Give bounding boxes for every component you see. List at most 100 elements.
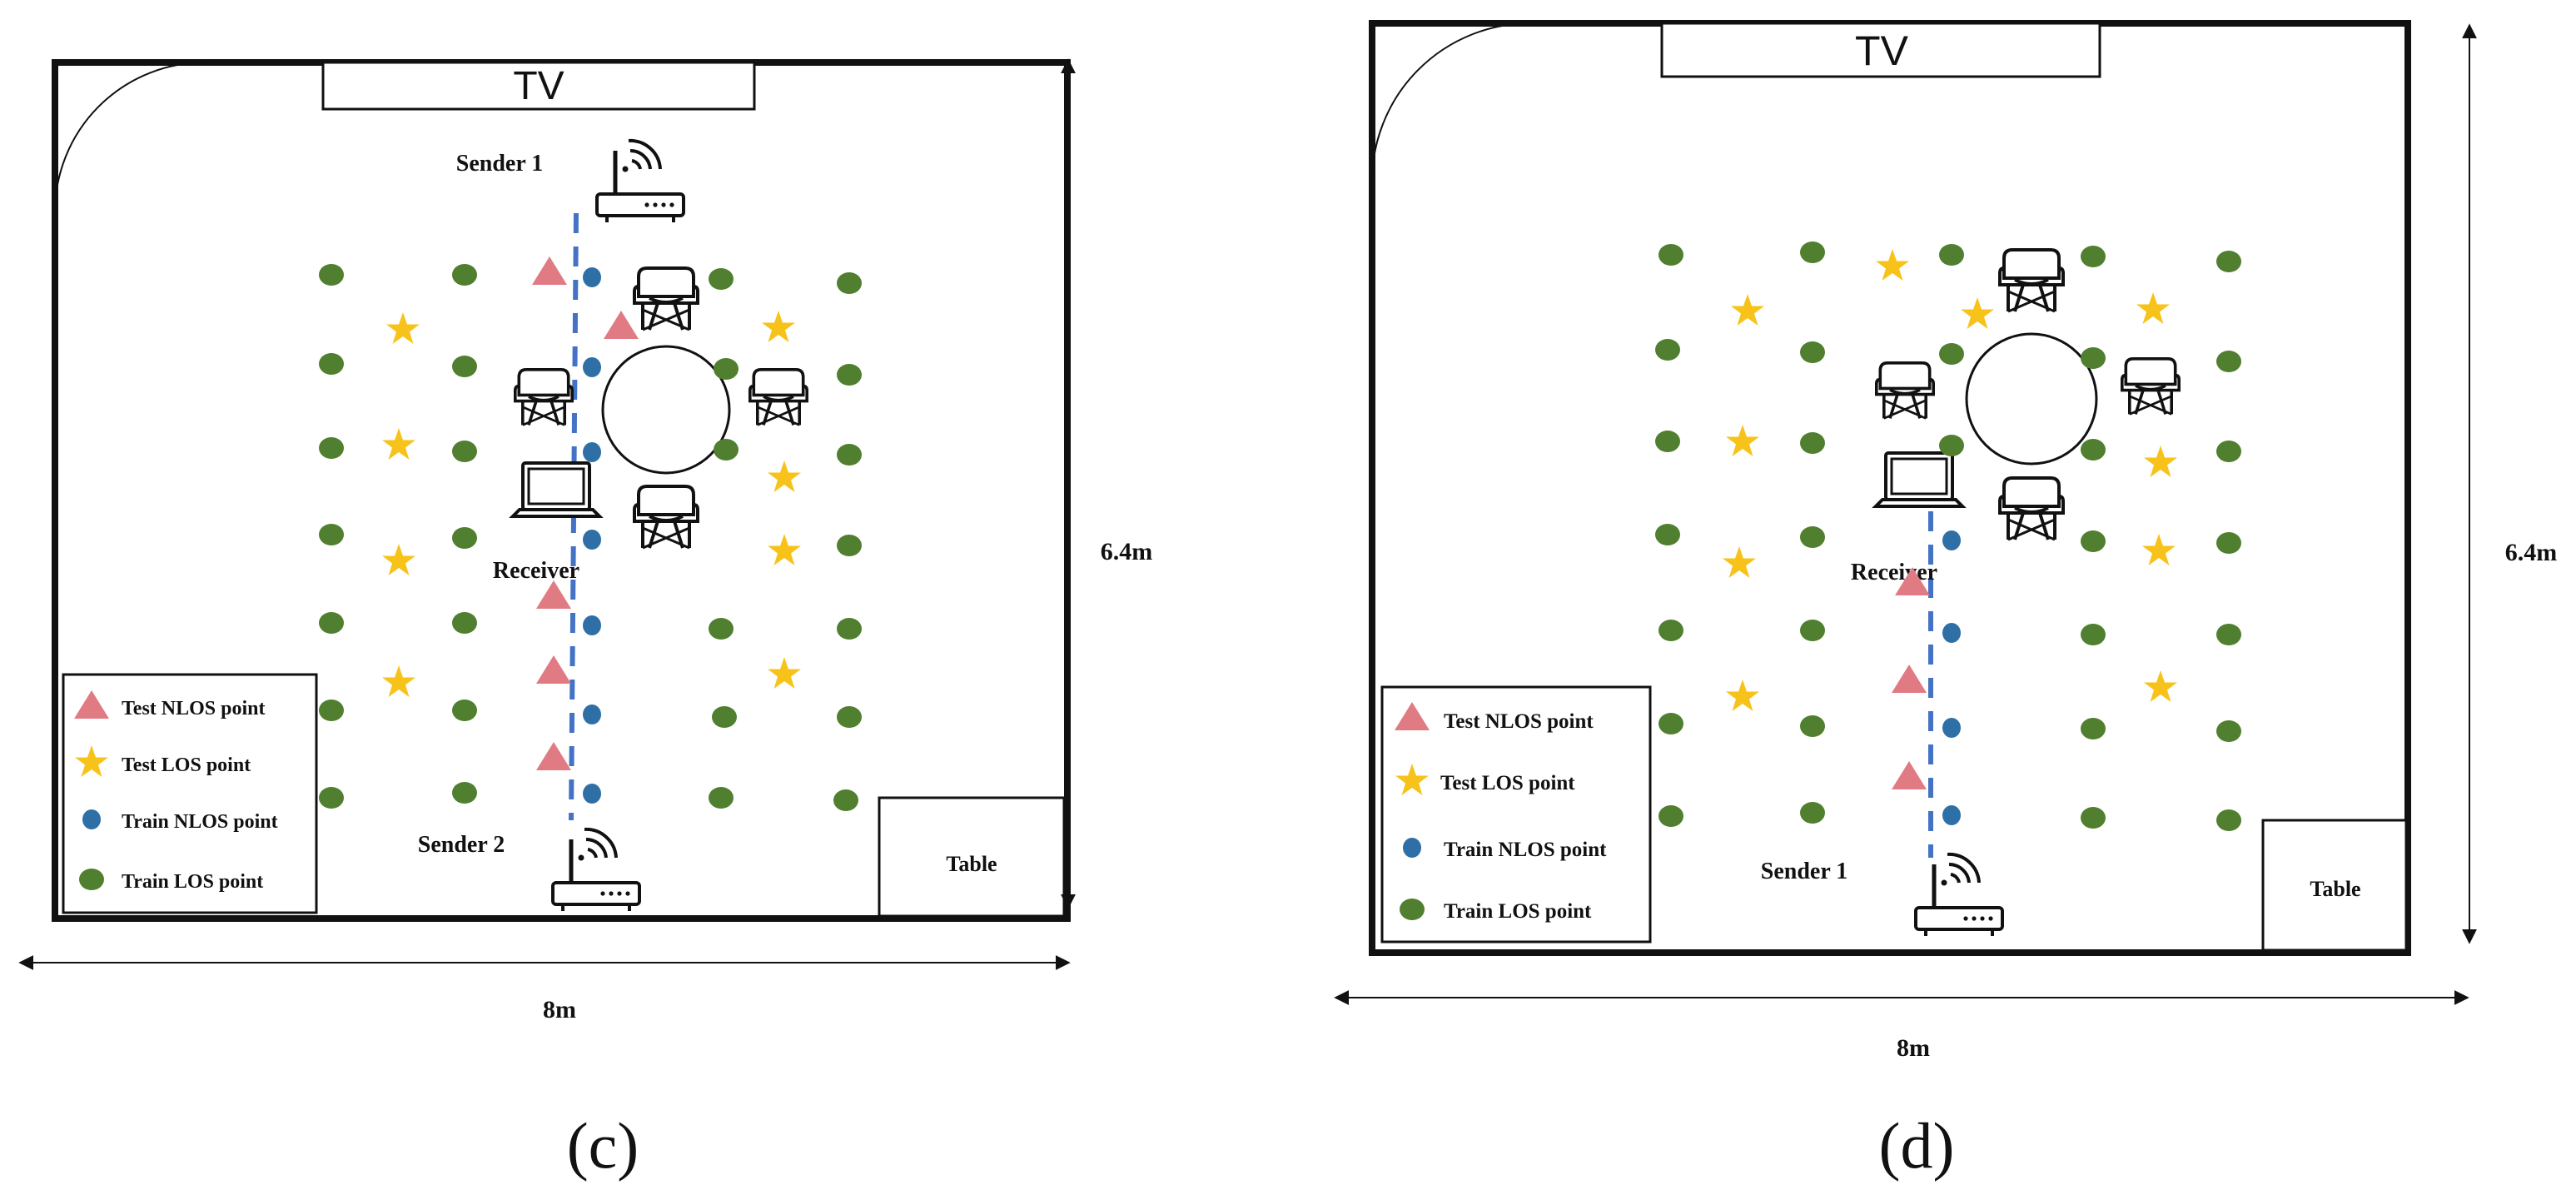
train-los-point <box>2216 532 2241 554</box>
train-nlos-point <box>1942 805 1961 825</box>
tv-box <box>321 61 756 111</box>
panel-d: TV Table Receiver Sender 1 <box>1334 20 2558 1182</box>
train-nlos-point <box>1942 623 1961 643</box>
legend-train-los-label: Train LOS point <box>122 871 263 893</box>
train-nlos-point <box>1942 718 1961 738</box>
legend-train-nlos-marker <box>82 809 101 829</box>
train-los-point <box>2081 439 2106 461</box>
train-los-point <box>452 264 477 286</box>
train-los-point <box>2216 624 2241 645</box>
sender-1-label: Sender 1 <box>456 151 544 177</box>
train-los-point <box>319 437 344 459</box>
train-los-point <box>837 272 862 294</box>
train-los-point <box>319 524 344 545</box>
train-los-point <box>1800 715 1825 737</box>
panel-c: TV Table Receiver Sender 1 Sender 2 <box>18 58 1153 1182</box>
train-los-point <box>1655 524 1680 545</box>
train-los-point <box>1939 244 1964 266</box>
train-los-point <box>1655 431 1680 452</box>
sender-1-label: Sender 1 <box>1761 859 1848 884</box>
train-los-point <box>2216 809 2241 831</box>
round-table-icon <box>601 345 731 475</box>
train-los-point <box>1655 339 1680 361</box>
train-los-point <box>1658 805 1683 827</box>
receiver-label: Receiver <box>493 558 579 584</box>
legend-train-nlos-label: Train NLOS point <box>122 811 278 833</box>
train-nlos-point <box>583 530 601 550</box>
train-los-point <box>452 612 477 634</box>
table-box <box>2261 819 2408 952</box>
train-los-point <box>837 444 862 466</box>
door-icon <box>1370 22 1531 184</box>
train-los-point <box>2081 807 2106 829</box>
receiver-label: Receiver <box>1851 560 1937 585</box>
laptop-icon <box>1874 451 1964 508</box>
train-los-point <box>1658 713 1683 734</box>
train-los-point <box>2081 347 2106 369</box>
train-los-point <box>2081 624 2106 645</box>
train-nlos-point <box>583 784 601 804</box>
train-los-point <box>837 535 862 556</box>
train-los-point <box>319 787 344 809</box>
tv-label: TV <box>513 64 564 108</box>
round-table-icon <box>1965 332 2098 466</box>
legend-train-nlos-marker <box>1403 838 1421 858</box>
train-los-point <box>319 264 344 286</box>
panel-caption: (d) <box>1879 1109 1955 1182</box>
legend-test-los-label: Test LOS point <box>122 754 251 776</box>
train-los-point <box>709 268 734 290</box>
train-los-point <box>1939 435 1964 456</box>
train-los-point <box>1800 341 1825 363</box>
legend-train-los-marker <box>1400 899 1425 920</box>
train-los-point <box>2216 441 2241 462</box>
laptop-icon <box>511 461 601 518</box>
train-los-point <box>709 618 734 640</box>
train-los-point <box>2081 246 2106 267</box>
train-los-point <box>714 439 738 461</box>
train-nlos-point <box>583 705 601 724</box>
train-los-point <box>709 787 734 809</box>
tv-label: TV <box>1855 27 1909 74</box>
train-los-point <box>1800 802 1825 824</box>
train-los-point <box>1658 244 1683 266</box>
train-los-point <box>452 700 477 721</box>
legend: Test NLOS point Test LOS point Train NLO… <box>62 673 318 914</box>
train-los-point <box>2081 530 2106 552</box>
train-los-point <box>319 700 344 721</box>
train-los-point <box>1800 241 1825 263</box>
panel-caption: (c) <box>567 1109 639 1182</box>
train-los-point <box>452 782 477 804</box>
train-los-point <box>1939 343 1964 365</box>
table-box <box>878 796 1066 918</box>
train-los-point <box>1800 432 1825 454</box>
train-los-point <box>452 527 477 549</box>
legend: Test NLOS point Test LOS point Train NLO… <box>1380 685 1652 944</box>
train-los-point <box>319 612 344 634</box>
table-label: Table <box>946 852 997 876</box>
train-nlos-point <box>583 357 601 377</box>
train-los-point <box>833 789 858 811</box>
train-nlos-point <box>583 267 601 287</box>
legend-train-nlos-label: Train NLOS point <box>1444 839 1607 861</box>
height-label: 6.4m <box>1101 538 1153 565</box>
train-los-point <box>452 441 477 462</box>
legend-test-nlos-label: Test NLOS point <box>1444 710 1594 733</box>
width-label: 8m <box>543 996 576 1023</box>
train-los-point <box>1800 526 1825 548</box>
train-los-point <box>1658 620 1683 641</box>
train-nlos-point <box>583 442 601 462</box>
train-nlos-point <box>583 615 601 635</box>
train-los-point <box>2216 720 2241 742</box>
train-los-point <box>714 358 738 380</box>
train-los-point <box>712 706 737 728</box>
train-los-point <box>837 618 862 640</box>
legend-test-los-label: Test LOS point <box>1440 772 1575 794</box>
tv-box <box>1660 22 2101 78</box>
train-los-point <box>1800 620 1825 641</box>
width-label: 8m <box>1897 1034 1930 1062</box>
legend-train-los-label: Train LOS point <box>1444 900 1592 923</box>
legend-box <box>1380 685 1652 944</box>
train-los-point <box>837 706 862 728</box>
height-label: 6.4m <box>2505 539 2558 566</box>
legend-test-nlos-label: Test NLOS point <box>122 698 266 719</box>
